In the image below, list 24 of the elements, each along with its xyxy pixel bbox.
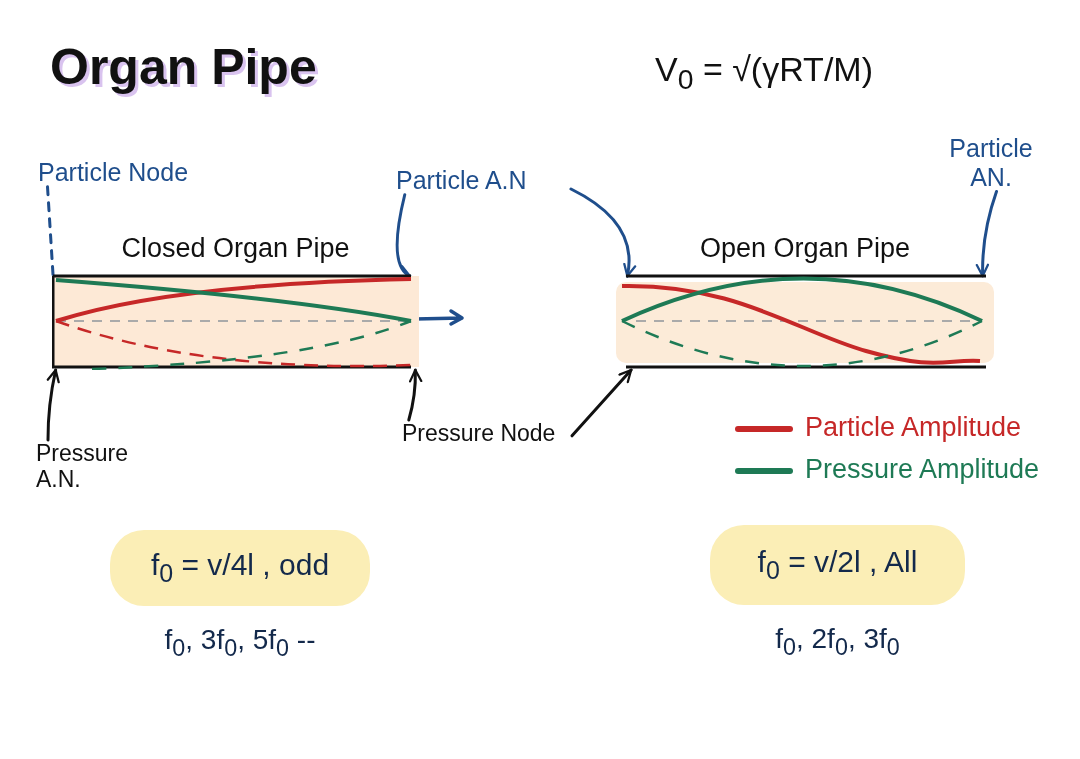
arrow (395, 193, 412, 278)
legend-label: Pressure Amplitude (805, 454, 1040, 485)
formula-box (110, 530, 370, 606)
formula-text: V$_{0}$ = √(γRT/M) (655, 50, 873, 96)
arrow (46, 368, 60, 442)
leader-line (46, 185, 55, 278)
frequency-series: f$_{0}$, 3f$_{0}$, 5f$_{0}$ -- (163, 624, 317, 662)
pipe-heading: Closed Organ Pipe (120, 232, 351, 264)
annotation-text: Pressure Node (402, 420, 572, 447)
pipe-heading: Open Organ Pipe (698, 232, 912, 264)
formula-box (710, 525, 965, 605)
arrow (407, 368, 423, 422)
annotation-text: Particle AN. (936, 134, 1046, 192)
diagram-title: Organ Pipe (50, 38, 317, 96)
frequency-series: f$_{0}$, 2f$_{0}$, 3f$_{0}$ (774, 623, 901, 661)
arrow (570, 368, 633, 438)
formula-text: f$_{0}$ = v/4l , odd (150, 548, 330, 588)
annotation-text: Particle A.N (396, 166, 571, 195)
legend-label: Particle Amplitude (805, 412, 1022, 443)
annotation-text: Particle Node (38, 158, 228, 187)
arrow (975, 190, 998, 278)
formula-text: f$_{0}$ = v/2l , All (757, 545, 918, 585)
arrow (569, 187, 636, 278)
annotation-text: Pressure A.N. (36, 440, 136, 493)
